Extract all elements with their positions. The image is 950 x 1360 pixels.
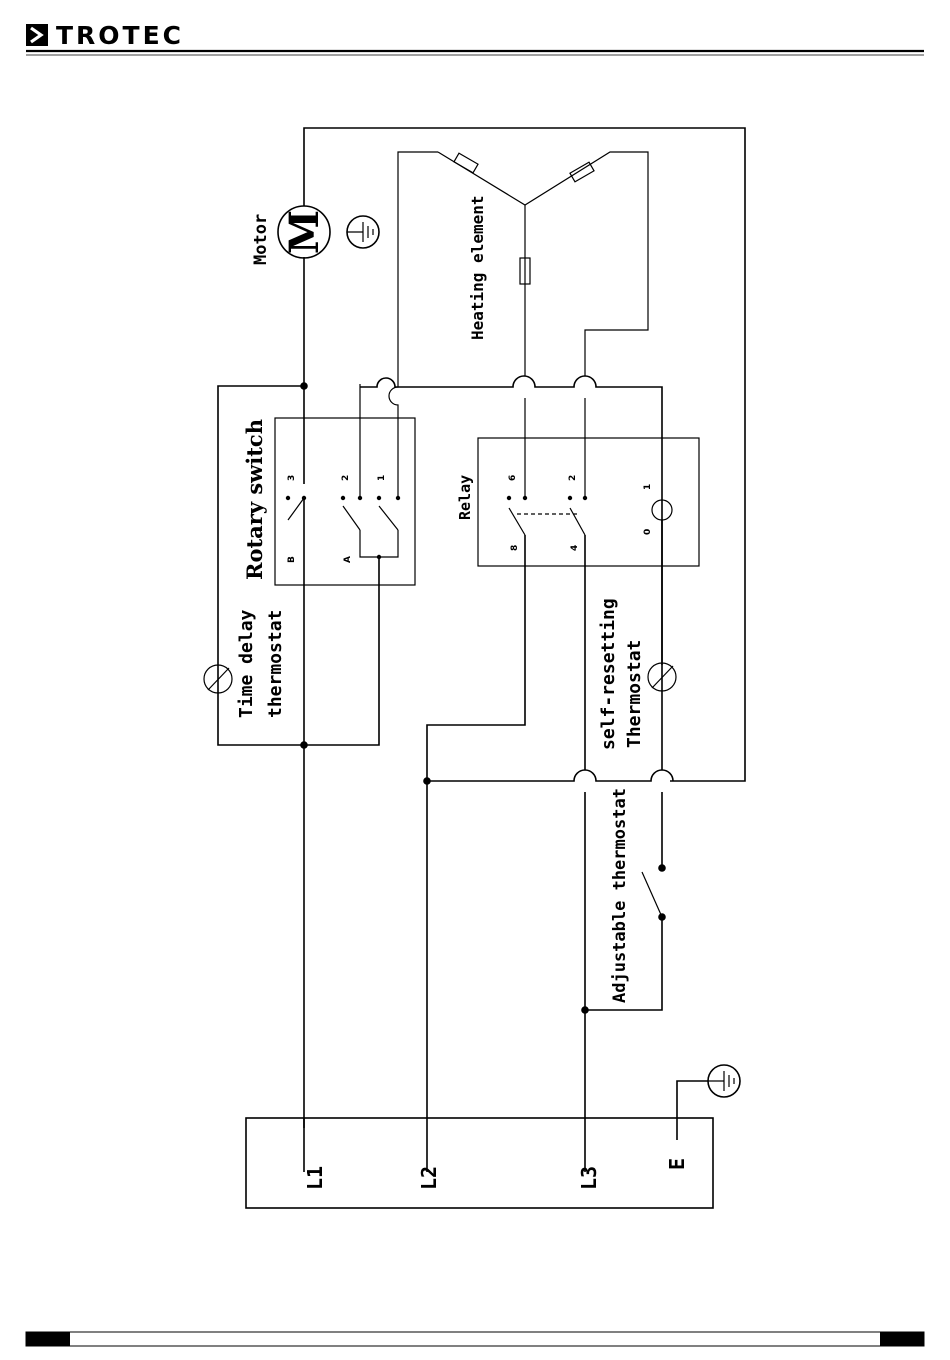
- terminal-l2: L2: [417, 1166, 441, 1190]
- footer-bar: [26, 1332, 924, 1346]
- motor-label: Motor: [251, 214, 271, 265]
- wire-rotary-1-to-heater: [389, 152, 438, 498]
- time-delay-line2: thermostat: [265, 610, 286, 718]
- rotary-switch-label: Rotary switch: [242, 419, 267, 580]
- relay-pin-8-label: 8: [510, 545, 520, 551]
- wire-rotary-bridge: [360, 530, 398, 557]
- junction-l1-bottom: [300, 741, 308, 749]
- relay-pin-0-label: 0: [643, 529, 653, 535]
- rotary-pin-1-label: 1: [377, 475, 387, 481]
- rotary-contact-1: [379, 506, 398, 530]
- time-delay-line1: Time delay: [236, 609, 257, 718]
- footer-right-block: [880, 1332, 924, 1346]
- heater-resistor-left: [454, 153, 478, 173]
- relay-pin-6-dot: [523, 496, 527, 500]
- relay-pin-2-dot: [583, 496, 587, 500]
- relay-contact-2: [570, 508, 585, 535]
- wire-earth: [677, 1081, 708, 1140]
- rotary-pin-b-label: B: [287, 556, 297, 563]
- rotary-contact-b: [288, 498, 304, 520]
- terminal-e: E: [665, 1158, 689, 1170]
- relay-pin-4-label: 4: [570, 545, 580, 551]
- relay-label: Relay: [456, 475, 474, 520]
- wire-l2-bus: [427, 770, 673, 781]
- terminal-l3: L3: [577, 1166, 601, 1190]
- relay-pin-8-dot: [507, 496, 511, 500]
- rotary-pin-3-label: 3: [287, 475, 297, 481]
- motor-ground-symbol: [347, 222, 373, 242]
- rotary-bridge-dot: [377, 555, 381, 559]
- self-resetting-line1: self-resetting: [598, 598, 619, 750]
- relay-pin-4-dot: [568, 496, 572, 500]
- junction-l1-top: [300, 382, 308, 390]
- rotary-pin-1a-dot: [377, 496, 381, 500]
- footer: [0, 1320, 950, 1360]
- rotary-contact-a: [343, 506, 360, 530]
- self-resetting-line2: Thermostat: [624, 640, 645, 748]
- heating-element-label: Heating element: [468, 196, 487, 341]
- motor-letter: M: [281, 210, 328, 254]
- relay-pin-6-label: 6: [508, 475, 518, 481]
- rotary-pin-2-dot: [358, 496, 362, 500]
- adjustable-contact-top: [658, 864, 666, 872]
- earth-ground-symbol: [708, 1071, 734, 1091]
- wire-relay-8-to-l2: [427, 535, 525, 1172]
- heater-resistor-right: [570, 162, 594, 182]
- relay-pin-2-label: 2: [568, 475, 578, 481]
- footer-left-block: [26, 1332, 70, 1346]
- rotary-pin-2-label: 2: [341, 475, 351, 481]
- rotary-pin-b-dot: [302, 496, 306, 500]
- rotary-pin-2a-dot: [341, 496, 345, 500]
- adjustable-thermostat-label: Adjustable thermostat: [610, 788, 630, 1003]
- junction-l2: [423, 777, 431, 785]
- relay-contact-1: [509, 508, 525, 535]
- rotary-pin-a-label: A: [343, 556, 353, 563]
- terminal-l1: L1: [303, 1166, 327, 1190]
- terminal-block: [246, 1118, 713, 1208]
- adjustable-thermostat-switch: [642, 872, 662, 917]
- junction-l3: [581, 1006, 589, 1014]
- relay-pin-1-label: 1: [643, 484, 653, 490]
- rotary-pin-3-dot: [286, 496, 290, 500]
